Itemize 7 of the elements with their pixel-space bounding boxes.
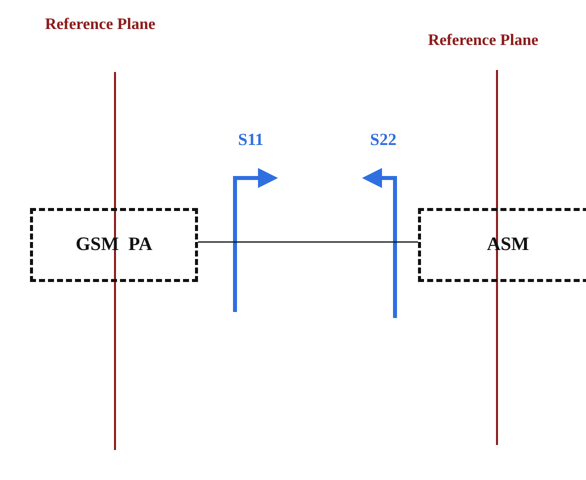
plane-label: Reference Plane — [428, 32, 538, 50]
dashed-block — [30, 208, 198, 282]
s-parameter-label: S11 — [238, 130, 264, 150]
s-parameter-label: S22 — [370, 130, 396, 150]
dashed-block — [418, 208, 586, 282]
connector-line — [198, 241, 418, 243]
plane-label: Reference Plane — [45, 16, 156, 34]
